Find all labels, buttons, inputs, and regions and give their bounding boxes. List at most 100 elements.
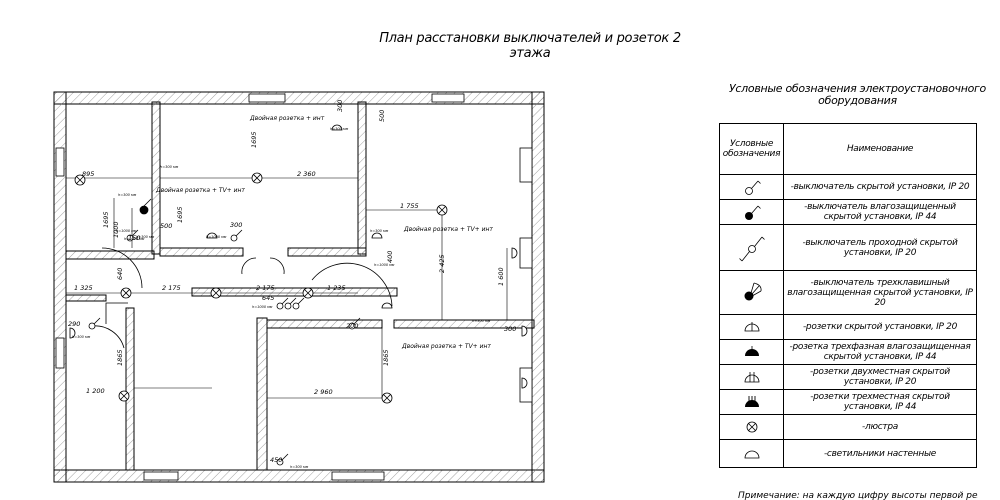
legend-title-line1: Условные обозначения электроустановочног… — [729, 82, 986, 95]
windows — [55, 93, 533, 481]
chandelier-icon — [302, 287, 314, 299]
dim-200: 200 — [346, 322, 358, 330]
dim-2360: 2 360 — [297, 170, 316, 178]
dim-2960: 2 960 — [314, 388, 333, 396]
chandelier-icon — [251, 172, 263, 184]
switch-ip20-icon — [88, 317, 101, 330]
legend-symbol — [719, 174, 784, 200]
socket-ip20-icon — [69, 327, 76, 339]
height-mark: h=1000 мм — [252, 305, 273, 309]
chandelier-icon — [120, 287, 132, 299]
chandelier-icon — [381, 392, 393, 404]
legend-header-name: Наименование — [783, 123, 977, 175]
pass-switch-icon — [738, 236, 765, 261]
dim-450: 450 — [270, 456, 282, 464]
dim-1600: 1 600 — [497, 267, 505, 286]
switch-ip20-icon — [276, 297, 289, 310]
legend-row: -светильники настенные — [719, 439, 977, 468]
legend-row: -розетки трехместная скрытой установки, … — [719, 389, 977, 415]
dim-300c: 300 — [504, 325, 516, 333]
legend-header-symbol: Условные обозначения — [719, 123, 784, 175]
chandelier-icon — [436, 204, 448, 216]
legend-row: -выключатель проходной скрытой установки… — [719, 224, 977, 271]
dim-1200: 1 200 — [86, 387, 105, 395]
legend-row: -розетки двухместная скрытой установки, … — [719, 364, 977, 390]
socket-ip20-icon — [521, 377, 528, 389]
label-outlet-left: Двойная розетка + TV+ инт — [155, 187, 245, 194]
dim-500b: 500 — [378, 110, 386, 122]
legend-symbol — [719, 199, 784, 225]
switch-ip44-icon — [139, 198, 152, 215]
legend-title-line2: оборудования — [818, 94, 897, 107]
legend-row: -люстра — [719, 414, 977, 440]
legend-header-row: Условные обозначения Наименование — [719, 123, 977, 175]
legend-symbol — [719, 339, 784, 365]
switch-ip20-icon — [230, 229, 243, 242]
dim-290: 290 — [68, 320, 80, 328]
switch-ip20-icon — [126, 229, 139, 242]
chandelier-icon — [746, 421, 757, 433]
switch-marks — [88, 198, 361, 466]
height-mark: h=300 мм — [136, 235, 155, 239]
legend-name: -розетки скрытой установки, IP 20 — [783, 314, 977, 340]
socket-double-icon — [744, 372, 759, 383]
legend-name: -светильники настенные — [783, 439, 977, 468]
socket-3phase-icon — [744, 346, 759, 356]
doors — [91, 247, 393, 349]
dim-150: 150 — [128, 234, 140, 242]
switch-ip20-icon — [276, 453, 289, 466]
legend-name: -выключатель проходной скрытой установки… — [783, 224, 977, 271]
legend-symbol — [719, 270, 784, 315]
height-mark: h=1000 мм — [116, 229, 137, 233]
legend-name: -выключатель трехклавишный влагозащищенн… — [783, 270, 977, 315]
socket-ip20-icon — [206, 232, 218, 239]
triple-switch-icon — [744, 282, 762, 300]
legend-name: -люстра — [783, 414, 977, 440]
legend-symbol — [719, 414, 784, 440]
dim-1755: 1 755 — [400, 202, 419, 210]
legend-symbol — [719, 314, 784, 340]
plan-title: План расстановки выключателей и розеток … — [330, 31, 730, 61]
dim-640: 640 — [116, 268, 124, 280]
dimension-lines — [66, 177, 508, 399]
legend-table: Условные обозначения Наименование -выклю… — [719, 123, 977, 468]
socket-marks — [69, 124, 528, 389]
dim-2175b: 2 175 — [256, 284, 275, 292]
dim-1000: 1000 — [112, 221, 120, 238]
plan-title-line2: этажа — [509, 46, 551, 61]
socket-ip20-icon — [331, 124, 343, 131]
legend-name: -розетки двухместная скрытой установки, … — [783, 364, 977, 390]
dim-300b: 300 — [336, 100, 344, 112]
legend-name: -розетка трехфазная влагозащищенная скры… — [783, 339, 977, 365]
height-mark: h=300 мм — [330, 127, 349, 131]
height-marks: h=300 мм h=300 мм h=300 мм h=1000 мм h=1… — [72, 127, 491, 469]
dim-1865a: 1865 — [116, 349, 124, 366]
wall-light-icon — [744, 450, 759, 458]
socket-ip20-icon — [371, 232, 383, 239]
dim-1695b: 1695 — [176, 206, 184, 223]
label-outlet-top: Двойная розетка + инт — [249, 115, 325, 122]
switch-ip20-icon — [284, 297, 297, 310]
legend-symbol — [719, 389, 784, 415]
chandelier-icon — [210, 287, 222, 299]
legend-name: -выключатель скрытой установки, IP 20 — [783, 174, 977, 200]
height-mark: h=300 мм — [118, 193, 137, 197]
legend-row: -розетка трехфазная влагозащищенная скры… — [719, 339, 977, 365]
height-mark: h=300 мм — [290, 465, 309, 469]
legend-row: -выключатель влагозащищенный скрытой уст… — [719, 199, 977, 225]
dim-300a: 300 — [230, 221, 242, 229]
switch-ip20-icon — [292, 297, 305, 310]
height-mark: h=300 мм — [472, 319, 491, 323]
label-outlet-right: Двойная розетка + TV+ инт — [403, 226, 493, 233]
height-mark: h=300 мм — [160, 165, 179, 169]
socket-ip20-icon — [521, 325, 528, 337]
legend-title: Условные обозначения электроустановочног… — [715, 83, 1000, 107]
dim-1325: 1 325 — [74, 284, 93, 292]
label-outlet-bottom: Двойная розетка + TV+ инт — [401, 343, 491, 350]
legend-row: -выключатель трехклавишный влагозащищенн… — [719, 270, 977, 315]
chandelier-icon — [74, 174, 86, 186]
socket-ip20-icon — [511, 247, 518, 259]
socket-ip20-icon — [744, 322, 759, 332]
dim-1865b: 1865 — [382, 349, 390, 366]
switch-ip44-icon — [744, 205, 761, 220]
